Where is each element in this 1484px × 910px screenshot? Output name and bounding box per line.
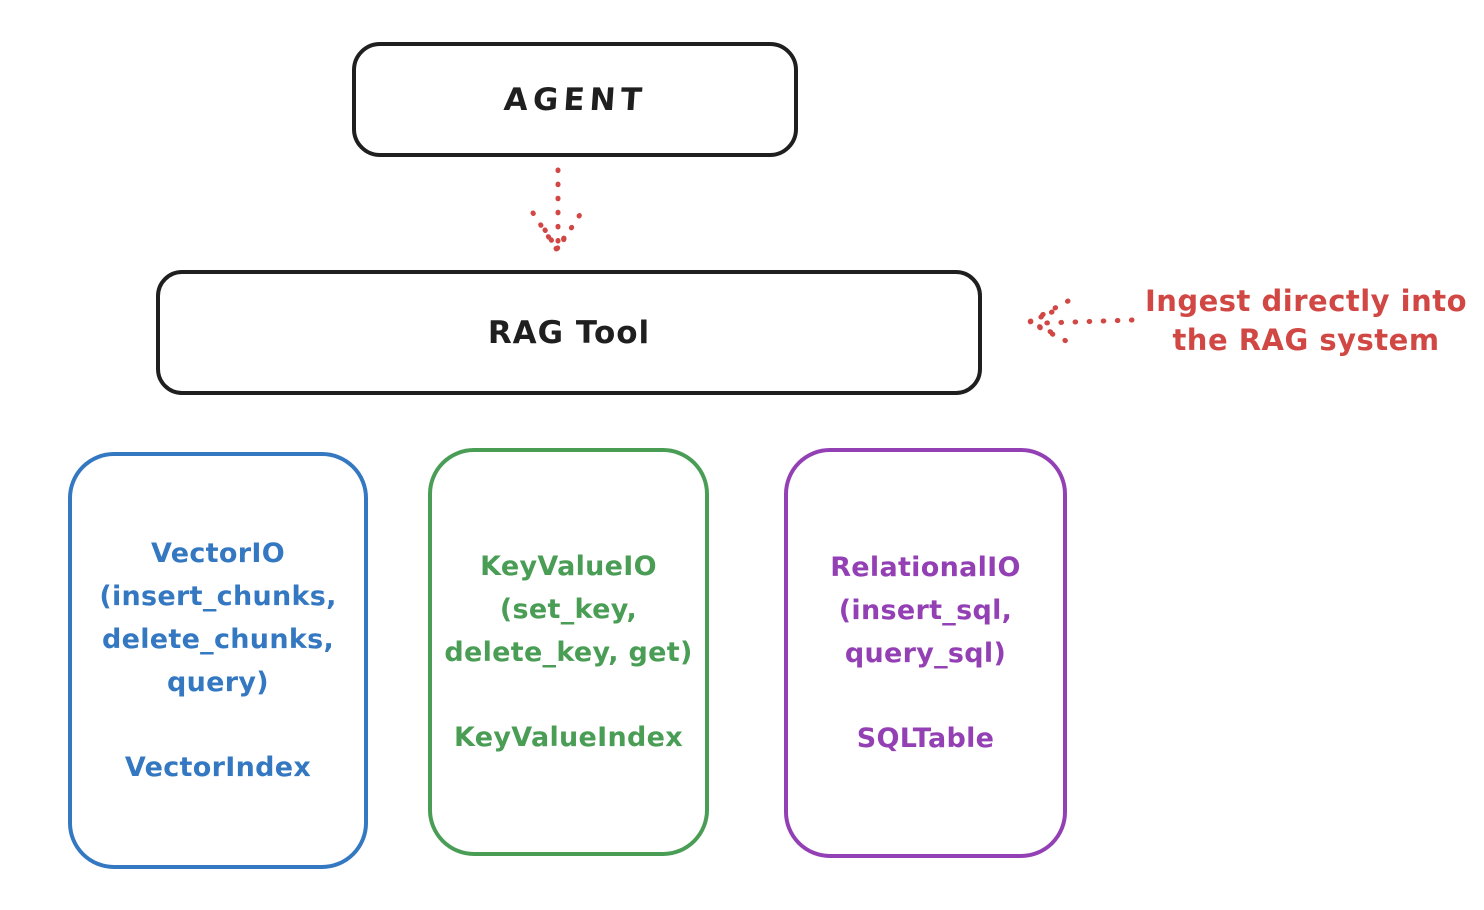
ingest-annotation-line: Ingest directly into (1144, 284, 1468, 318)
box-text-line: delete_chunks, (101, 624, 335, 655)
ingest-annotation-line: the RAG system (1172, 323, 1440, 357)
rag-tool-box: RAG Tool (156, 270, 982, 395)
agent-label: AGENT (502, 81, 648, 118)
sql-table-label: SQLTable (856, 723, 995, 754)
agent-box: AGENT (352, 42, 798, 157)
box-text-line: (insert_chunks, (99, 581, 337, 612)
box-text-line: delete_key, get) (444, 637, 693, 668)
keyvalue-index-label: KeyValueIndex (453, 722, 683, 753)
box-text-line: KeyValueIO (480, 551, 657, 582)
box-text-line: query) (167, 667, 269, 698)
vector-index-label: VectorIndex (124, 752, 312, 783)
keyvalue-io-box: KeyValueIO (set_key, delete_key, get) Ke… (428, 448, 709, 856)
agent-to-rag-arrow (530, 167, 584, 255)
box-text-line: RelationalIO (830, 552, 1021, 583)
box-text-line: query_sql) (844, 638, 1007, 669)
ingest-into-rag-arrow (1023, 298, 1135, 346)
rag-tool-label: RAG Tool (487, 314, 651, 351)
box-text-line: (set_key, (499, 594, 638, 625)
box-text-line: VectorIO (151, 538, 285, 569)
vector-io-box: VectorIO (insert_chunks, delete_chunks, … (68, 452, 368, 869)
relational-io-box: RelationalIO (insert_sql, query_sql) SQL… (784, 448, 1067, 858)
box-text-line: (insert_sql, (838, 595, 1013, 626)
ingest-annotation: Ingest directly into the RAG system (1128, 282, 1484, 360)
